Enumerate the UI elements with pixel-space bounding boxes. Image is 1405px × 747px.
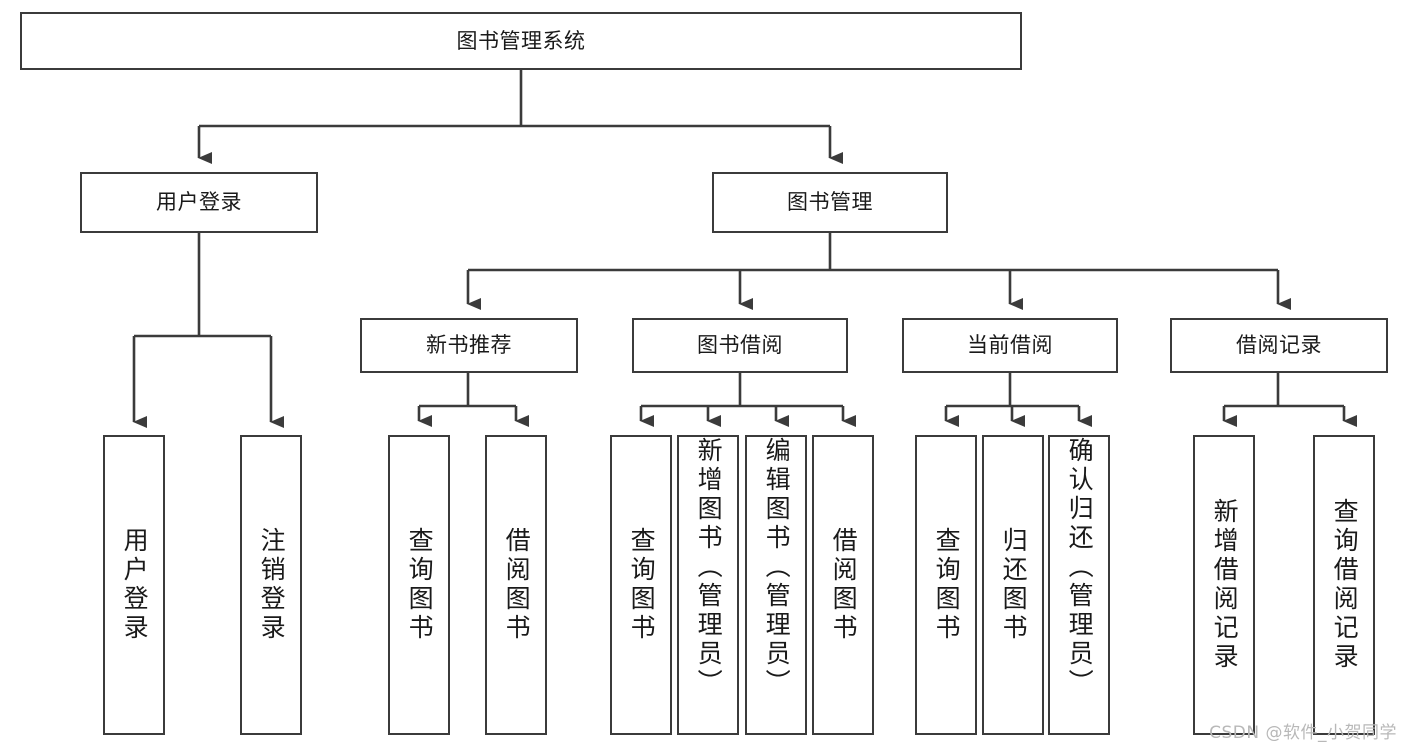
node-leaf-borrow-book-2-label: 借阅图书 bbox=[829, 527, 859, 643]
node-leaf-borrow-book-1[interactable]: 借阅图书 bbox=[485, 435, 547, 735]
node-leaf-edit-book[interactable]: 编辑图书（管理员） bbox=[745, 435, 807, 735]
node-borrow-record-label: 借阅记录 bbox=[1236, 333, 1322, 358]
node-leaf-add-record-label: 新增借阅记录 bbox=[1210, 498, 1240, 672]
node-leaf-query-book-3-label: 查询图书 bbox=[932, 527, 962, 643]
node-leaf-confirm-return[interactable]: 确认归还（管理员） bbox=[1048, 435, 1110, 735]
node-leaf-query-book-2-label: 查询图书 bbox=[627, 527, 657, 643]
node-leaf-borrow-book-2[interactable]: 借阅图书 bbox=[812, 435, 874, 735]
node-leaf-return-book-label: 归还图书 bbox=[999, 527, 1029, 643]
node-leaf-user-login[interactable]: 用户登录 bbox=[103, 435, 165, 735]
node-leaf-add-book[interactable]: 新增图书（管理员） bbox=[677, 435, 739, 735]
node-leaf-return-book[interactable]: 归还图书 bbox=[982, 435, 1044, 735]
node-leaf-add-book-label: 新增图书（管理员） bbox=[694, 437, 724, 698]
node-leaf-edit-book-label: 编辑图书（管理员） bbox=[762, 437, 792, 698]
node-book-borrow-label: 图书借阅 bbox=[697, 333, 783, 358]
node-current-borrow[interactable]: 当前借阅 bbox=[902, 318, 1118, 373]
node-leaf-query-book-2[interactable]: 查询图书 bbox=[610, 435, 672, 735]
node-new-book-recommend-label: 新书推荐 bbox=[426, 333, 512, 358]
node-root[interactable]: 图书管理系统 bbox=[20, 12, 1022, 70]
node-leaf-borrow-book-1-label: 借阅图书 bbox=[502, 527, 532, 643]
node-leaf-query-record-label: 查询借阅记录 bbox=[1330, 498, 1360, 672]
node-book-borrow[interactable]: 图书借阅 bbox=[632, 318, 848, 373]
node-book-manage[interactable]: 图书管理 bbox=[712, 172, 948, 233]
node-new-book-recommend[interactable]: 新书推荐 bbox=[360, 318, 578, 373]
node-book-manage-label: 图书管理 bbox=[787, 190, 873, 215]
node-leaf-query-record[interactable]: 查询借阅记录 bbox=[1313, 435, 1375, 735]
node-root-label: 图书管理系统 bbox=[456, 28, 586, 53]
node-leaf-query-book-1[interactable]: 查询图书 bbox=[388, 435, 450, 735]
csdn-watermark: CSDN @软件_小贺同学 bbox=[1209, 723, 1397, 743]
node-borrow-record[interactable]: 借阅记录 bbox=[1170, 318, 1388, 373]
node-user-login-label: 用户登录 bbox=[156, 190, 242, 215]
node-leaf-query-book-1-label: 查询图书 bbox=[405, 527, 435, 643]
node-user-login[interactable]: 用户登录 bbox=[80, 172, 318, 233]
node-leaf-confirm-return-label: 确认归还（管理员） bbox=[1065, 437, 1095, 698]
node-leaf-user-logout-label: 注销登录 bbox=[257, 527, 287, 643]
node-current-borrow-label: 当前借阅 bbox=[967, 333, 1053, 358]
node-leaf-user-login-label: 用户登录 bbox=[120, 527, 150, 643]
node-leaf-query-book-3[interactable]: 查询图书 bbox=[915, 435, 977, 735]
node-leaf-add-record[interactable]: 新增借阅记录 bbox=[1193, 435, 1255, 735]
node-leaf-user-logout[interactable]: 注销登录 bbox=[240, 435, 302, 735]
